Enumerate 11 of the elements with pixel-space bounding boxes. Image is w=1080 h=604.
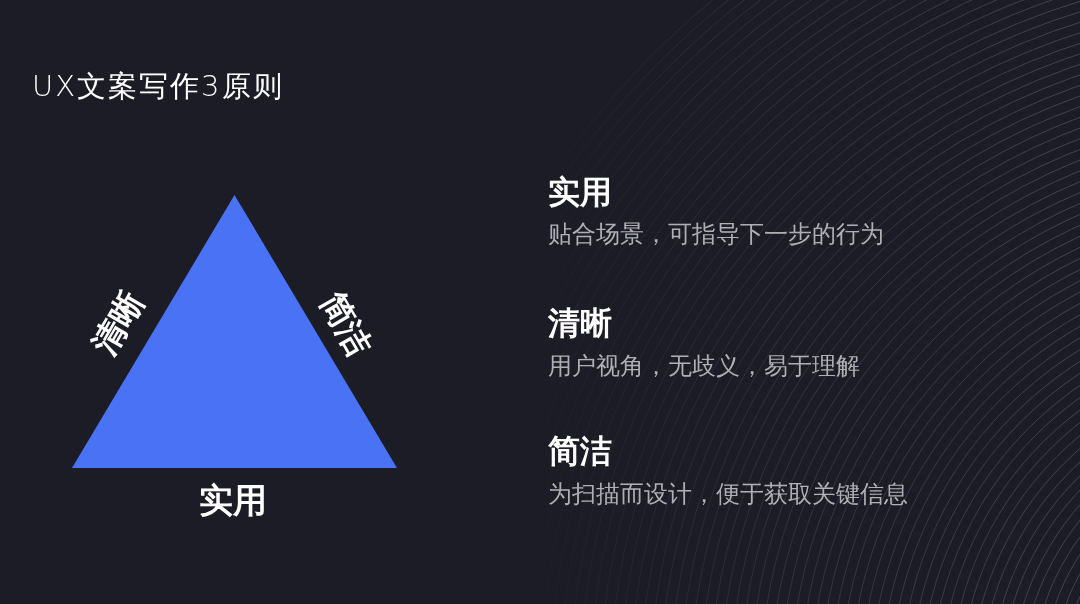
principle-heading: 清晰 <box>548 307 612 339</box>
principle-description: 用户视角，无歧义，易于理解 <box>548 354 860 378</box>
slide-title: UX文案写作3原则 <box>32 72 284 101</box>
principle-description: 贴合场景，可指导下一步的行为 <box>548 222 884 246</box>
principle-heading: 简洁 <box>548 435 612 467</box>
principle-description: 为扫描而设计，便于获取关键信息 <box>548 482 908 506</box>
principle-heading: 实用 <box>548 176 612 208</box>
side-label: 简洁 <box>315 287 377 361</box>
side-label: 清晰 <box>87 286 149 360</box>
triangle <box>72 195 397 468</box>
side-label: 实用 <box>199 483 267 517</box>
